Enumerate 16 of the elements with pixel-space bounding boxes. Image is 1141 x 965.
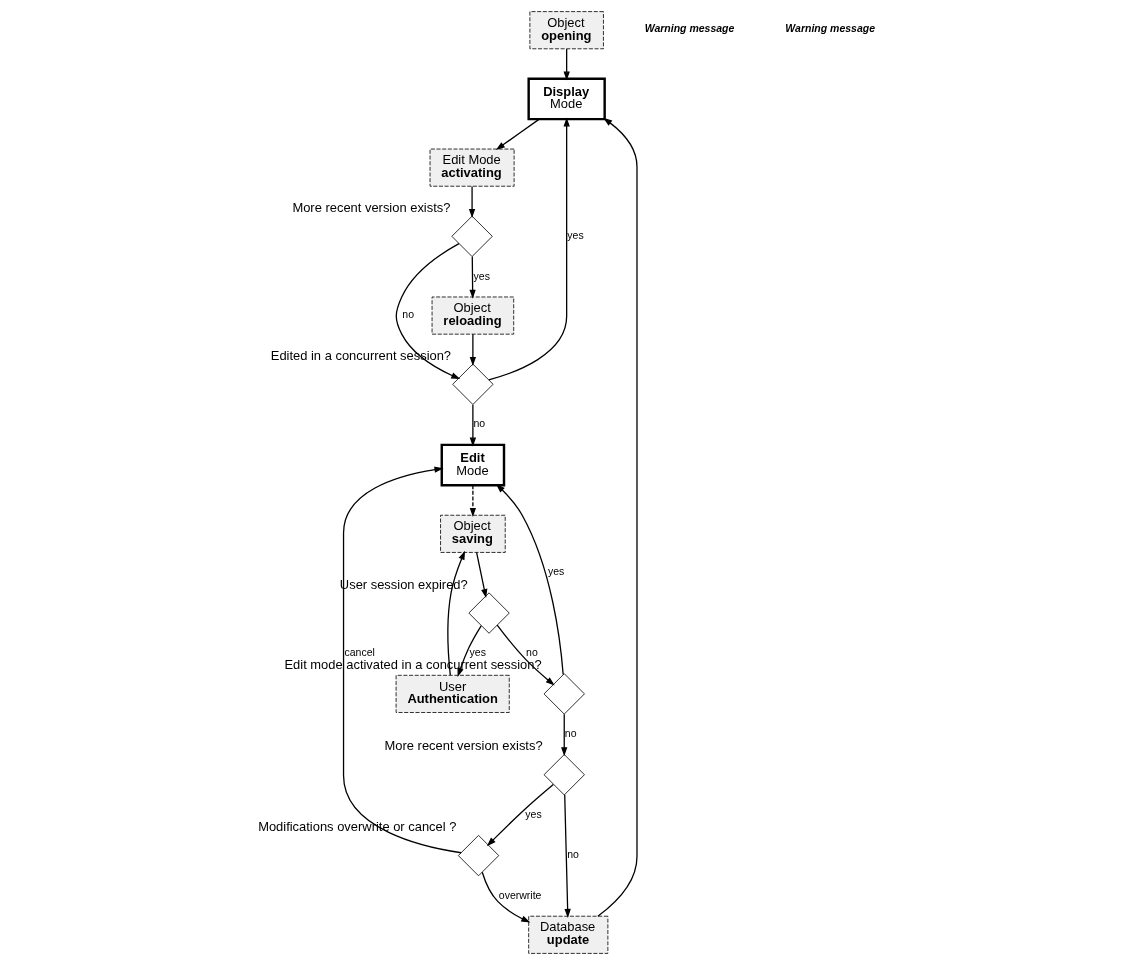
- edge-label: cancel: [344, 646, 375, 659]
- label: Warning message: [644, 22, 735, 35]
- edge-label: yes: [567, 229, 584, 242]
- label: Warning message: [785, 22, 875, 35]
- edge-label: yes: [547, 565, 565, 578]
- edge-label: yes: [473, 269, 490, 282]
- edge-label: yes: [525, 807, 542, 820]
- edge-label: yes: [469, 646, 486, 659]
- edge-label: no: [567, 848, 579, 861]
- node-label: More recent version exists?: [384, 738, 543, 754]
- node-label: More recent version exists?: [292, 199, 451, 215]
- edge-label: no: [564, 727, 577, 740]
- edge-label: no: [402, 308, 415, 321]
- edge-label: overwrite: [498, 888, 542, 901]
- edge-label: no: [526, 646, 538, 659]
- edge-label: no: [473, 417, 486, 430]
